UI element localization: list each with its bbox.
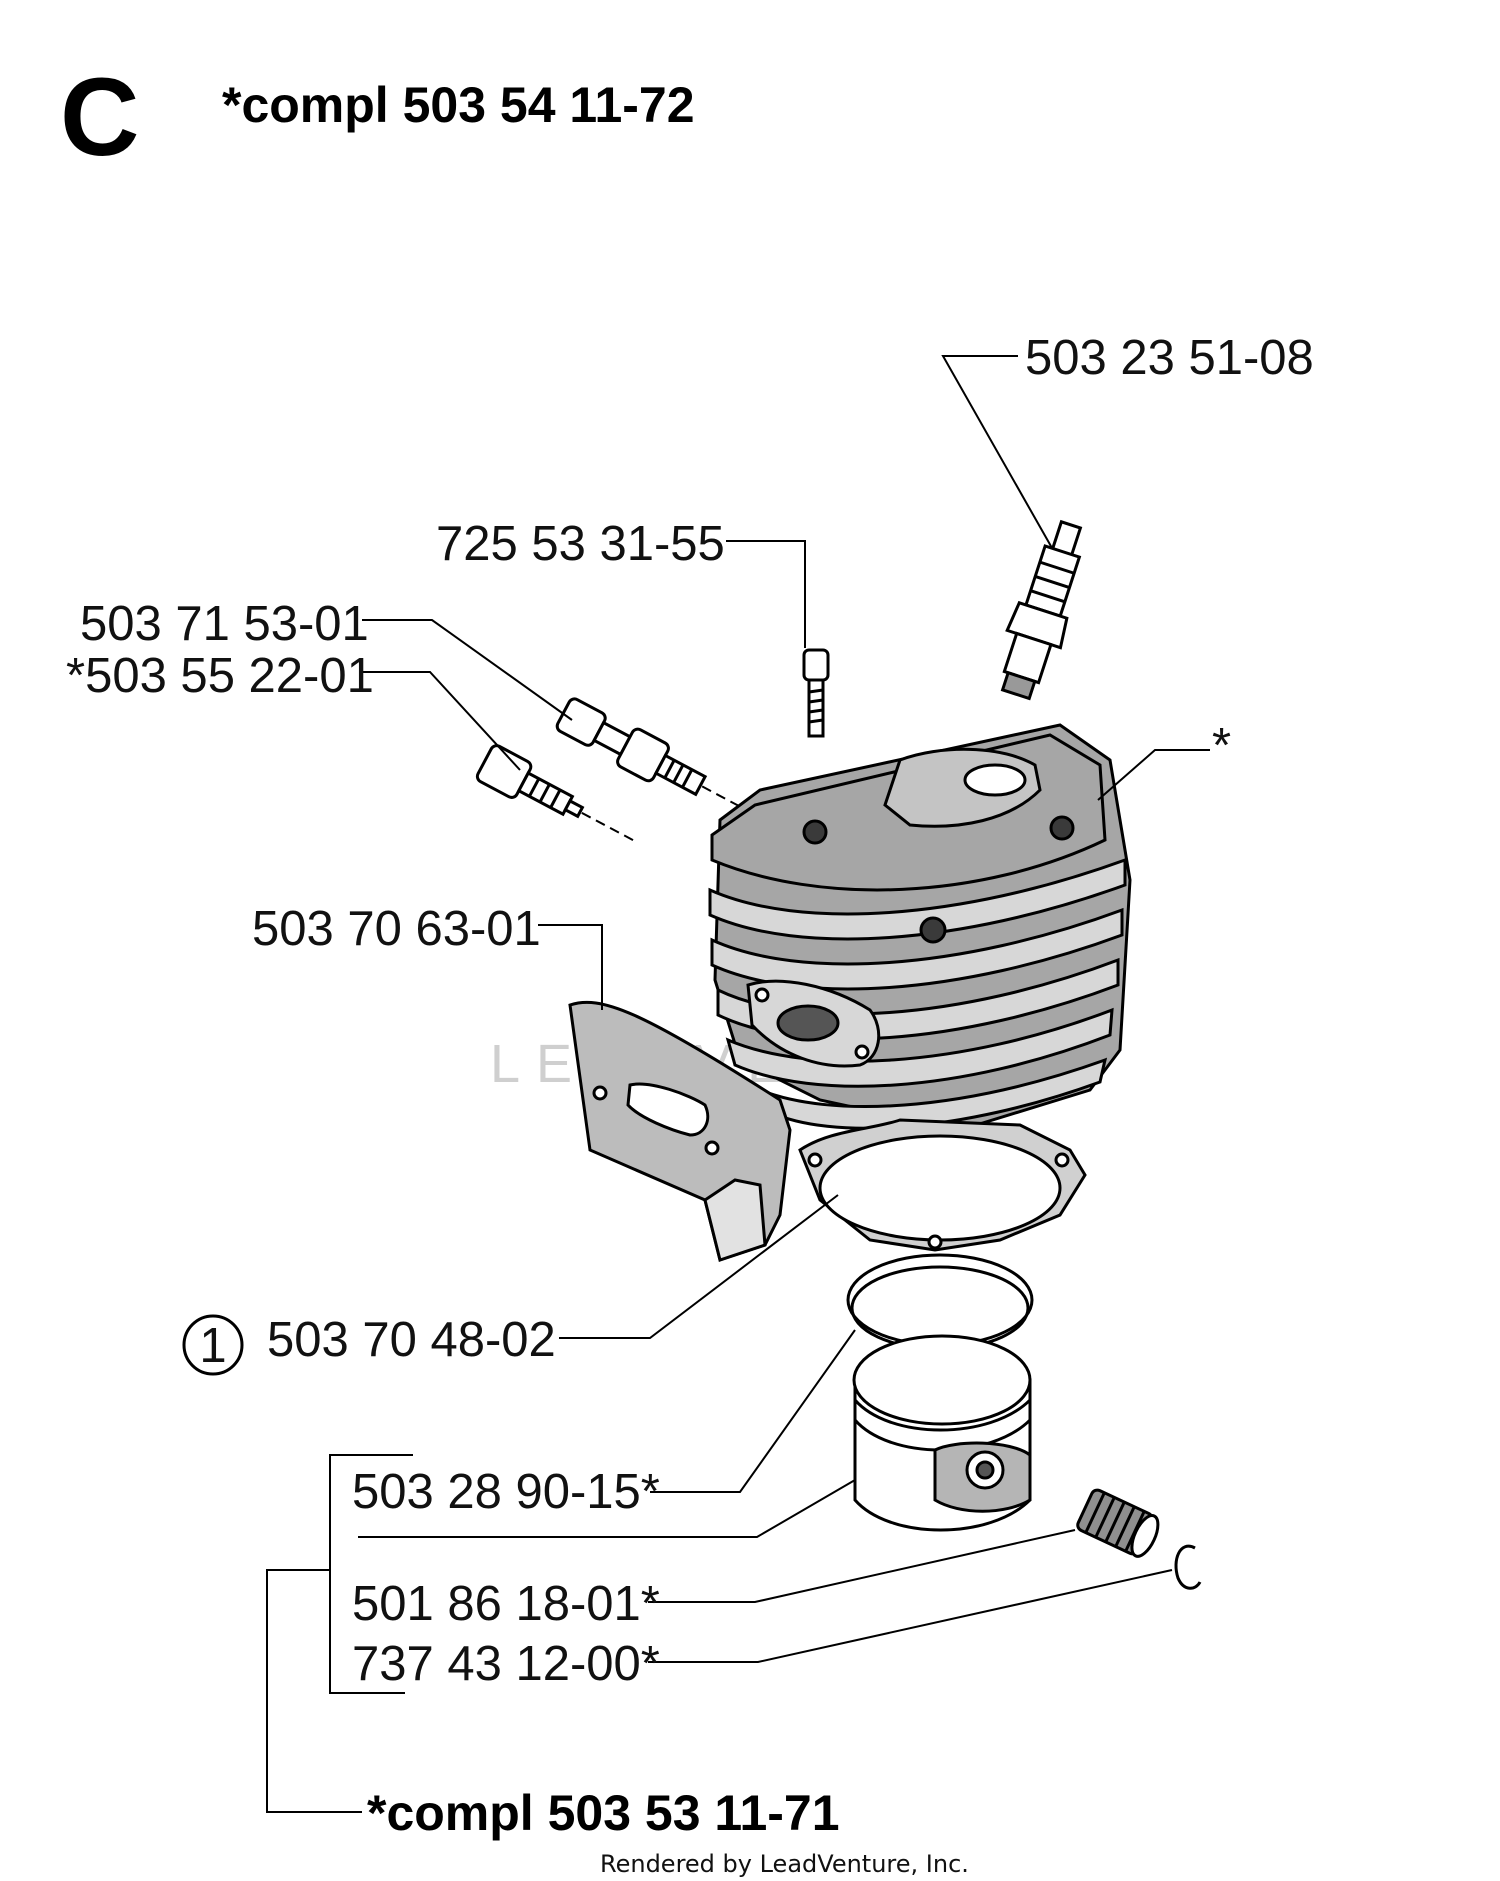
- circlip[interactable]: [1174, 1544, 1202, 1590]
- callout-number: 1: [199, 1319, 226, 1373]
- part-number-piston-ring[interactable]: 503 28 90-15*: [352, 1465, 660, 1519]
- plug[interactable]: [475, 744, 644, 859]
- callout-number-1[interactable]: 1: [182, 1314, 244, 1376]
- footer-credit: Rendered by LeadVenture, Inc.: [600, 1850, 969, 1878]
- piston-assembly-title[interactable]: *compl 503 53 11-71: [367, 1785, 840, 1841]
- part-number-plug[interactable]: *503 55 22-01: [66, 649, 374, 703]
- part-number-valve[interactable]: 503 71 53-01: [80, 597, 369, 651]
- part-number-cylinder[interactable]: *: [1212, 719, 1231, 773]
- part-number-gasket[interactable]: 503 70 48-02: [267, 1313, 556, 1367]
- screw[interactable]: [802, 648, 830, 738]
- part-number-heat-shield[interactable]: 503 70 63-01: [252, 902, 541, 956]
- decompression-valve[interactable]: [554, 694, 755, 827]
- leader-lines: [358, 355, 1210, 1663]
- part-number-needle-bearing[interactable]: 501 86 18-01*: [352, 1577, 660, 1631]
- cylinder[interactable]: [708, 723, 1132, 1132]
- spark-plug[interactable]: [989, 516, 1097, 703]
- part-number-screw[interactable]: 725 53 31-55: [436, 517, 725, 571]
- piston[interactable]: [852, 1334, 1032, 1532]
- section-letter: C: [60, 56, 139, 179]
- heat-shield[interactable]: [568, 1000, 792, 1262]
- part-number-circlip[interactable]: 737 43 12-00*: [352, 1637, 660, 1691]
- part-number-spark-plug[interactable]: 503 23 51-08: [1025, 331, 1314, 385]
- piston-kit-bracket: [266, 1454, 413, 1813]
- needle-bearing[interactable]: [1076, 1488, 1163, 1560]
- assembly-title: *compl 503 54 11-72: [222, 77, 695, 133]
- cylinder-gasket[interactable]: [798, 1118, 1087, 1252]
